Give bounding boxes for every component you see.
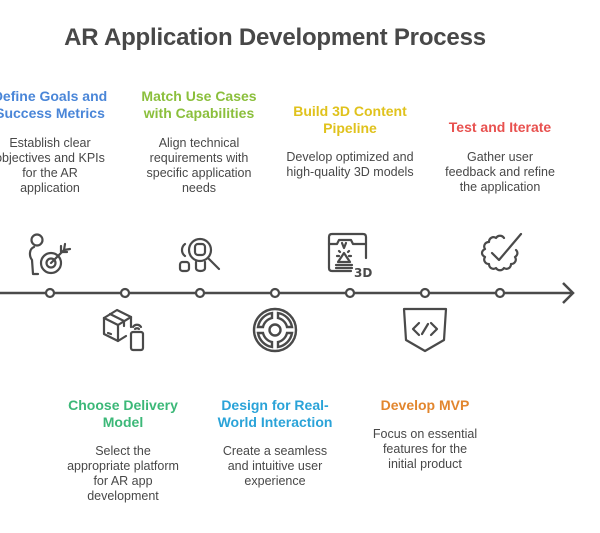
step-heading: Test and Iterate [448,119,552,135]
timeline-arrowhead [562,282,575,304]
step-test-iterate: Test and Iterate Gather user feedback an… [435,119,565,195]
step-description: Focus on essential features for the init… [372,427,478,471]
step-description: Select the appropriate platform for AR a… [67,444,179,503]
step-description: Align technical requirements with specif… [146,136,252,195]
person-target-icon [24,230,74,280]
box-device-icon [100,305,150,355]
timeline-node [419,287,431,299]
step-define-goals: Define Goals and Success Metrics Establi… [0,88,115,196]
step-heading: Match Use Cases with Capabilities [141,88,257,121]
circular-maze-icon [250,305,300,355]
svg-text:3D: 3D [354,266,372,280]
step-heading: Develop MVP [380,397,470,413]
step-description: Establish clear objectives and KPIs for … [0,136,105,195]
step-design-interaction: Design for Real-World Interaction Create… [210,397,340,489]
step-heading: Define Goals and Success Metrics [0,88,108,121]
step-develop-mvp: Develop MVP Focus on essential features … [360,397,490,472]
timeline-node [494,287,506,299]
timeline-node [344,287,356,299]
step-description: Develop optimized and high-quality 3D mo… [286,150,414,179]
step-match-use-cases: Match Use Cases with Capabilities Align … [134,88,264,196]
timeline-node [269,287,281,299]
step-description: Create a seamless and intuitive user exp… [222,444,328,488]
search-shapes-icon [175,230,225,280]
timeline-node [119,287,131,299]
timeline-node [194,287,206,299]
step-heading: Choose Delivery Model [68,397,178,430]
diagram-title: AR Application Development Process [64,24,486,51]
step-choose-delivery: Choose Delivery Model Select the appropr… [58,397,188,504]
timeline-node [44,287,56,299]
badge-check-icon [475,230,525,280]
code-shield-icon [400,305,450,355]
step-heading: Design for Real-World Interaction [217,397,333,430]
step-description: Gather user feedback and refine the appl… [445,150,555,194]
step-heading: Build 3D Content Pipeline [293,103,407,136]
step-build-3d-pipeline: Build 3D Content Pipeline Develop optimi… [285,103,415,180]
3d-printer-icon: 3D [325,230,375,280]
